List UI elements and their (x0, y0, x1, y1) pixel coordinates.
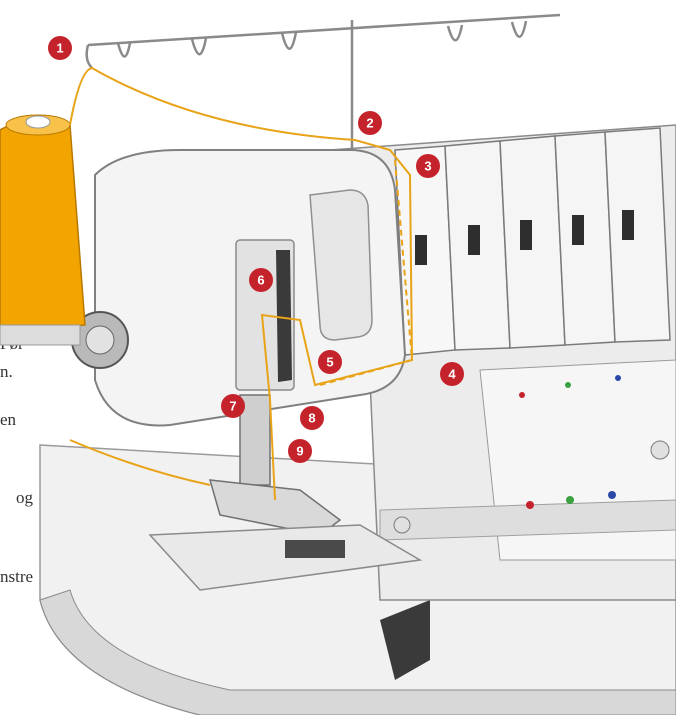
svg-text:7: 7 (229, 399, 236, 414)
handwheel-center (85, 325, 115, 355)
color-dot-red-lower (526, 501, 534, 509)
thread-stand (85, 13, 561, 150)
thread-hidden-path (319, 159, 414, 386)
callout-1: 1 (48, 36, 72, 60)
text-fragment-5: nstre (0, 567, 34, 586)
thread-tail (69, 439, 211, 486)
svg-text:8: 8 (308, 411, 315, 426)
callout-5: 5 (318, 350, 342, 374)
thread-line (69, 66, 414, 501)
needle-clamp (239, 394, 271, 486)
svg-text:5: 5 (326, 355, 333, 370)
callout-7: 7 (221, 394, 245, 418)
callout-8: 8 (300, 406, 324, 430)
callout-4: 4 (440, 362, 464, 386)
callout-3: 3 (416, 154, 440, 178)
color-dot-blue (615, 375, 621, 381)
svg-text:2: 2 (366, 116, 373, 131)
text-fragment-4: og (16, 488, 33, 507)
text-fragment-2: n. (0, 362, 13, 381)
callout-6: 6 (249, 268, 273, 292)
housing-slot (276, 250, 292, 382)
screw-icon-2 (393, 516, 411, 534)
callout-9: 9 (288, 439, 312, 463)
tension-panels (394, 127, 671, 356)
thread-spool (0, 114, 86, 346)
svg-text:9: 9 (296, 444, 303, 459)
svg-text:1: 1 (56, 41, 63, 56)
svg-text:6: 6 (257, 273, 264, 288)
callout-2: 2 (358, 111, 382, 135)
svg-text:4: 4 (448, 367, 456, 382)
base-slot (380, 600, 430, 680)
feed-dogs (285, 540, 345, 558)
color-dot-blue-lower (608, 491, 616, 499)
color-dot-green (565, 382, 571, 388)
base-front-edge (39, 589, 676, 715)
color-dot-green-lower (566, 496, 574, 504)
cover-handle (309, 189, 373, 341)
text-fragment-3: en (0, 410, 17, 429)
lower-rail (379, 499, 676, 541)
color-dot-red (519, 392, 525, 398)
screw-icon (650, 440, 670, 460)
svg-text:3: 3 (424, 159, 431, 174)
